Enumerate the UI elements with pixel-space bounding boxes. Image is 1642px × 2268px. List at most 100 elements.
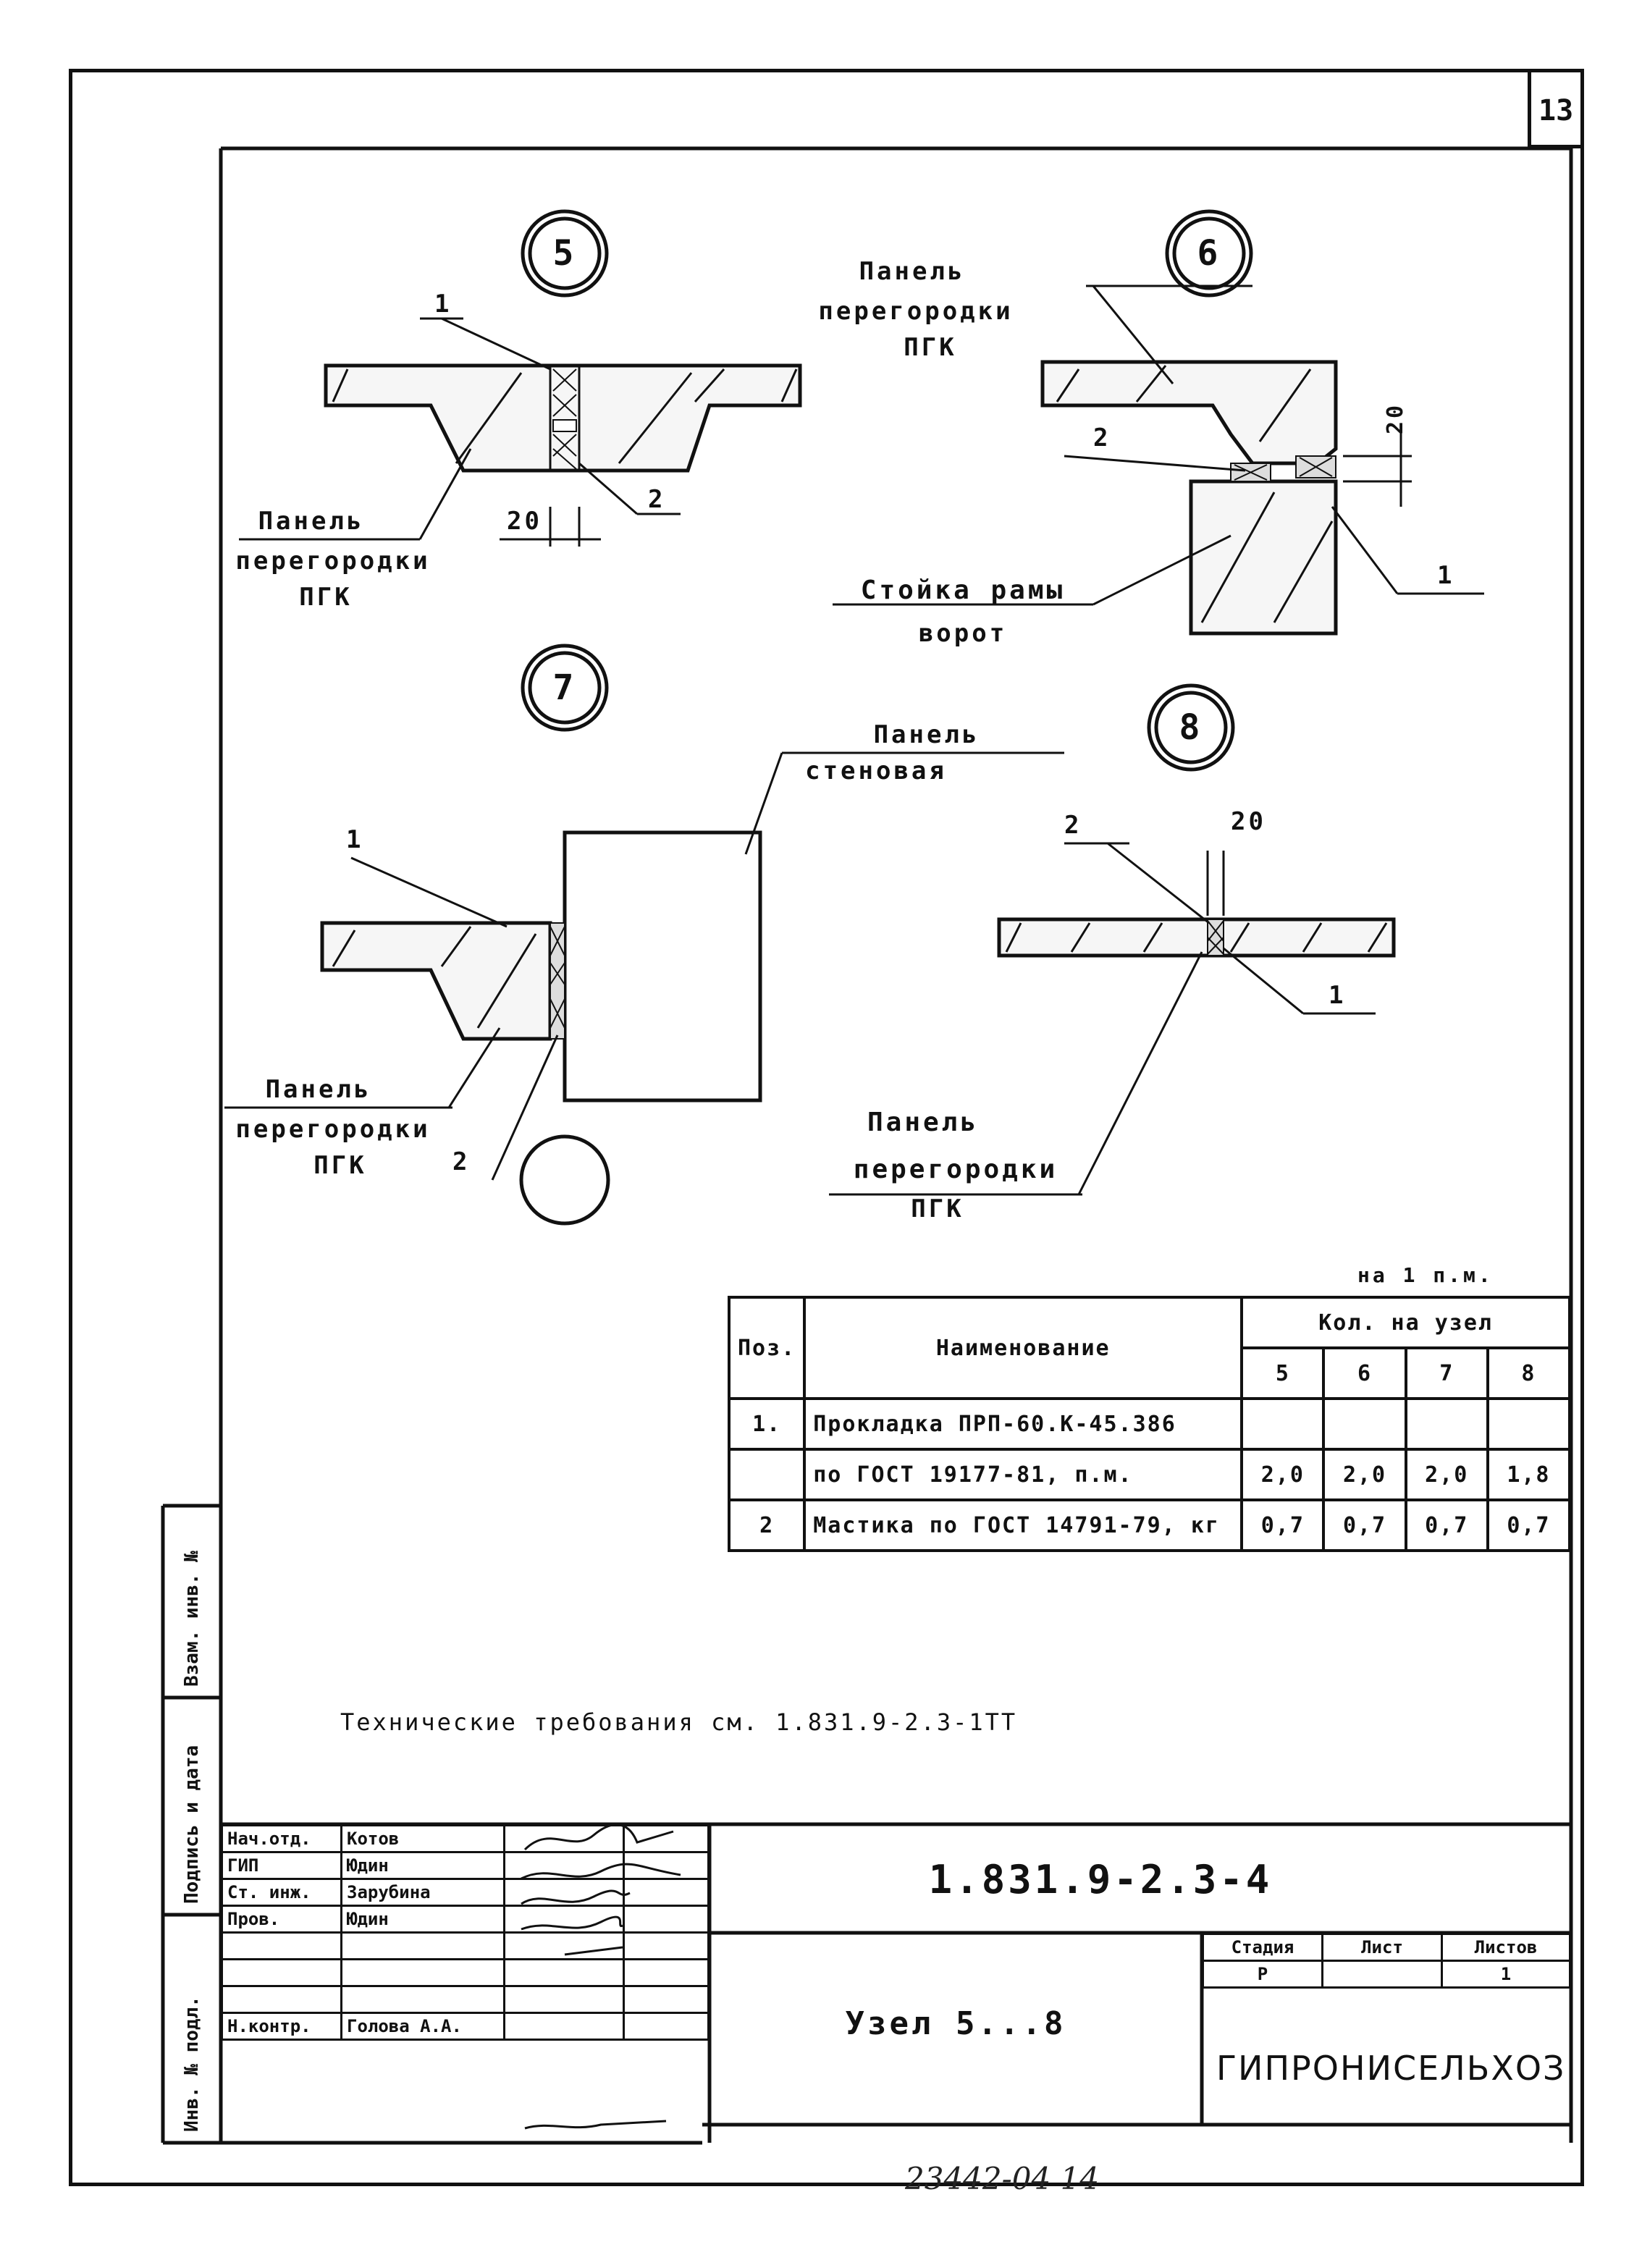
- spec-cell-val: [1404, 1397, 1489, 1451]
- spec-col-5: 5: [1240, 1346, 1326, 1400]
- tb-name: [340, 1958, 505, 1987]
- node-8-pos1: 1: [1329, 981, 1347, 1010]
- node-8-panel-l3: ПГК: [911, 1194, 964, 1223]
- table-row: по ГОСТ 19177-81, п.м. 2,0 2,0 2,0 1,8: [727, 1448, 1572, 1501]
- spec-cell-val: 0,7: [1240, 1498, 1326, 1552]
- side-stamp-inv-no: Инв. № подл.: [181, 1996, 203, 2132]
- spec-cell-val: [1240, 1397, 1326, 1451]
- node-5-number: 5: [552, 233, 577, 274]
- table-row: 1. Прокладка ПРП-60.К-45.386: [727, 1397, 1572, 1451]
- node-5-panel-l1: Панель: [258, 507, 365, 536]
- tb-role: [221, 1931, 342, 1960]
- spec-header-pos: Поз.: [727, 1296, 807, 1400]
- table-row: [221, 1985, 710, 2014]
- spec-cell-val: 2,0: [1240, 1448, 1326, 1501]
- spec-header-name: Наименование: [803, 1296, 1244, 1400]
- table-row: [221, 1958, 710, 1987]
- node-6-pos1: 1: [1437, 561, 1455, 590]
- side-stamp-signature-date: Подпись и дата: [181, 1745, 203, 1904]
- tb-name: Голова А.А.: [340, 2012, 505, 2041]
- node-7-wall-l1: Панель: [873, 720, 980, 749]
- tb-signature: [503, 1985, 625, 2014]
- node-6-panel-l1: Панель: [859, 257, 966, 286]
- tb-signature: [503, 1824, 625, 1853]
- spec-cell-name: по ГОСТ 19177-81, п.м.: [803, 1448, 1244, 1501]
- table-row: Нач.отд.Котов: [221, 1824, 710, 1853]
- node-5-pos2: 2: [648, 485, 666, 514]
- sheet-header: Лист: [1321, 1933, 1443, 1962]
- tb-role: [221, 1985, 342, 2014]
- tb-name: [340, 1985, 505, 2014]
- sheets-header: Листов: [1441, 1933, 1571, 1962]
- tb-role: Нач.отд.: [221, 1824, 342, 1853]
- node-7-pos1: 1: [346, 825, 364, 854]
- node-5-dim: 20: [507, 507, 542, 536]
- table-row: [221, 1931, 710, 1960]
- stage-table: Стадия Лист Листов Р 1: [1202, 1933, 1571, 1989]
- spec-cell-pos: 1.: [727, 1397, 807, 1451]
- node-8-panel-l2: перегородки: [853, 1155, 1058, 1184]
- tb-date: [623, 2012, 710, 2041]
- table-row: Н.контр.Голова А.А.: [221, 2012, 710, 2041]
- node-7-panel-l3: ПГК: [313, 1151, 367, 1180]
- spec-cell-val: [1322, 1397, 1407, 1451]
- tb-role: Пров.: [221, 1905, 342, 1934]
- node-7-pos2: 2: [452, 1147, 471, 1176]
- spec-cell-val: 2,0: [1404, 1448, 1489, 1501]
- node-6-stand-l1: Стойка рамы: [860, 576, 1066, 605]
- tb-date: [623, 1958, 710, 1987]
- node-6-panel-l2: перегородки: [818, 297, 1014, 326]
- stage-header: Стадия: [1202, 1933, 1323, 1962]
- spec-cell-pos: 2: [727, 1498, 807, 1552]
- tb-signature: [503, 2012, 625, 2041]
- designation: 1.831.9-2.3-4: [928, 1857, 1273, 1902]
- node-5-panel-l3: ПГК: [299, 583, 353, 612]
- side-stamp-replace-inv: Взам. инв. №: [181, 1551, 203, 1687]
- spec-cell-val: [1486, 1397, 1572, 1451]
- node-6-stand-l2: ворот: [918, 619, 1008, 648]
- spec-cell-val: 0,7: [1404, 1498, 1489, 1552]
- tb-date: [623, 1905, 710, 1934]
- tb-role: ГИП: [221, 1851, 342, 1880]
- spec-cell-val: 0,7: [1486, 1498, 1572, 1552]
- node-8-dim: 20: [1231, 807, 1266, 836]
- node-5-pos1: 1: [434, 290, 452, 319]
- stage-value: Р: [1202, 1960, 1323, 1989]
- inventory-note: 23442-04 14: [905, 2161, 1100, 2196]
- node-6-pos2: 2: [1093, 423, 1111, 452]
- spec-cell-name: Мастика по ГОСТ 14791-79, кг: [803, 1498, 1244, 1552]
- spec-header-qty: Кол. на узел: [1240, 1296, 1571, 1349]
- tb-date: [623, 1824, 710, 1853]
- node-7-panel-l1: Панель: [265, 1075, 372, 1104]
- sheet-number: 13: [1538, 94, 1574, 127]
- spec-cell-pos: [727, 1448, 807, 1501]
- spec-unit-note: на 1 п.м.: [1357, 1263, 1494, 1287]
- tb-date: [623, 1878, 710, 1907]
- node-6-number: 6: [1197, 233, 1221, 274]
- drawing-frame: [69, 69, 1584, 2186]
- tb-name: Котов: [340, 1824, 505, 1853]
- tb-role: Н.контр.: [221, 2012, 342, 2041]
- node-6-panel-l3: ПГК: [904, 333, 957, 362]
- organization: ГИПРОНИСЕЛЬХОЗ: [1216, 2049, 1566, 2088]
- spec-cell-val: 0,7: [1322, 1498, 1407, 1552]
- table-row: 2 Мастика по ГОСТ 14791-79, кг 0,7 0,7 0…: [727, 1498, 1572, 1552]
- spec-col-6: 6: [1322, 1346, 1407, 1400]
- spec-cell-val: 2,0: [1322, 1448, 1407, 1501]
- sheet-value: [1321, 1960, 1443, 1989]
- node-5-panel-l2: перегородки: [235, 547, 431, 576]
- tb-signature: [503, 1958, 625, 1987]
- spec-cell-name: Прокладка ПРП-60.К-45.386: [803, 1397, 1244, 1451]
- tb-date: [623, 1931, 710, 1960]
- spec-cell-val: 1,8: [1486, 1448, 1572, 1501]
- tb-signature: [503, 1851, 625, 1880]
- node-8-panel-l1: Панель: [867, 1108, 980, 1137]
- spec-col-8: 8: [1486, 1346, 1572, 1400]
- sheets-value: 1: [1441, 1960, 1571, 1989]
- node-8-number: 8: [1179, 707, 1203, 748]
- tb-role: [221, 1958, 342, 1987]
- tb-name: Юдин: [340, 1851, 505, 1880]
